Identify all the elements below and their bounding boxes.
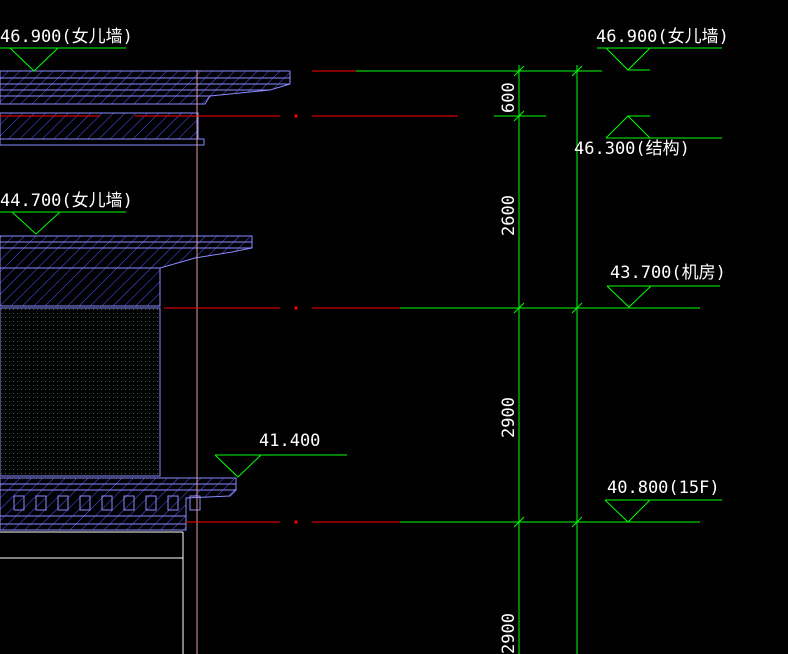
- canopy-block: [189, 495, 201, 511]
- elevation-label-canopy-41400: 41.400: [259, 431, 320, 451]
- canopy-block: [101, 495, 113, 511]
- red-section-lines: [0, 70, 458, 524]
- canopy-block: [145, 495, 157, 511]
- elevation-label-right-43700: 43.700(机房): [610, 263, 726, 283]
- machine-room-wall-infill: [0, 307, 161, 477]
- canopy-block: [35, 495, 47, 511]
- elevation-markers: [0, 47, 722, 523]
- canopy-block: [57, 495, 69, 511]
- roof-slab-463: [0, 112, 205, 146]
- top-parapet-slab: [0, 70, 291, 105]
- canopy-slab: [0, 477, 237, 531]
- dimension-label-2600: 2600: [499, 195, 519, 236]
- dimension-label-600: 600: [499, 82, 519, 113]
- canopy-block: [13, 495, 25, 511]
- canopy-block: [167, 495, 179, 511]
- dimension-labels: 600 2600 2900 2900: [499, 82, 519, 654]
- machine-room-roof-slab: [0, 235, 253, 307]
- elevation-label-right-46900: 46.900(女儿墙): [596, 27, 729, 47]
- elevation-label-left-44700: 44.700(女儿墙): [0, 191, 133, 211]
- elevation-label-left-46900: 46.900(女儿墙): [0, 27, 133, 47]
- dimension-label-2900-lower: 2900: [499, 613, 519, 654]
- elevation-label-right-40800: 40.800(15F): [607, 478, 720, 498]
- elevation-label-right-46300: 46.300(结构): [574, 139, 690, 159]
- dimension-lines: [356, 65, 700, 654]
- elevation-labels: 46.900(女儿墙) 44.700(女儿墙) 41.400 46.900(女儿…: [0, 27, 729, 498]
- dimension-label-2900-upper: 2900: [499, 397, 519, 438]
- building-section: [0, 70, 291, 654]
- canopy-block: [79, 495, 91, 511]
- canopy-block: [123, 495, 135, 511]
